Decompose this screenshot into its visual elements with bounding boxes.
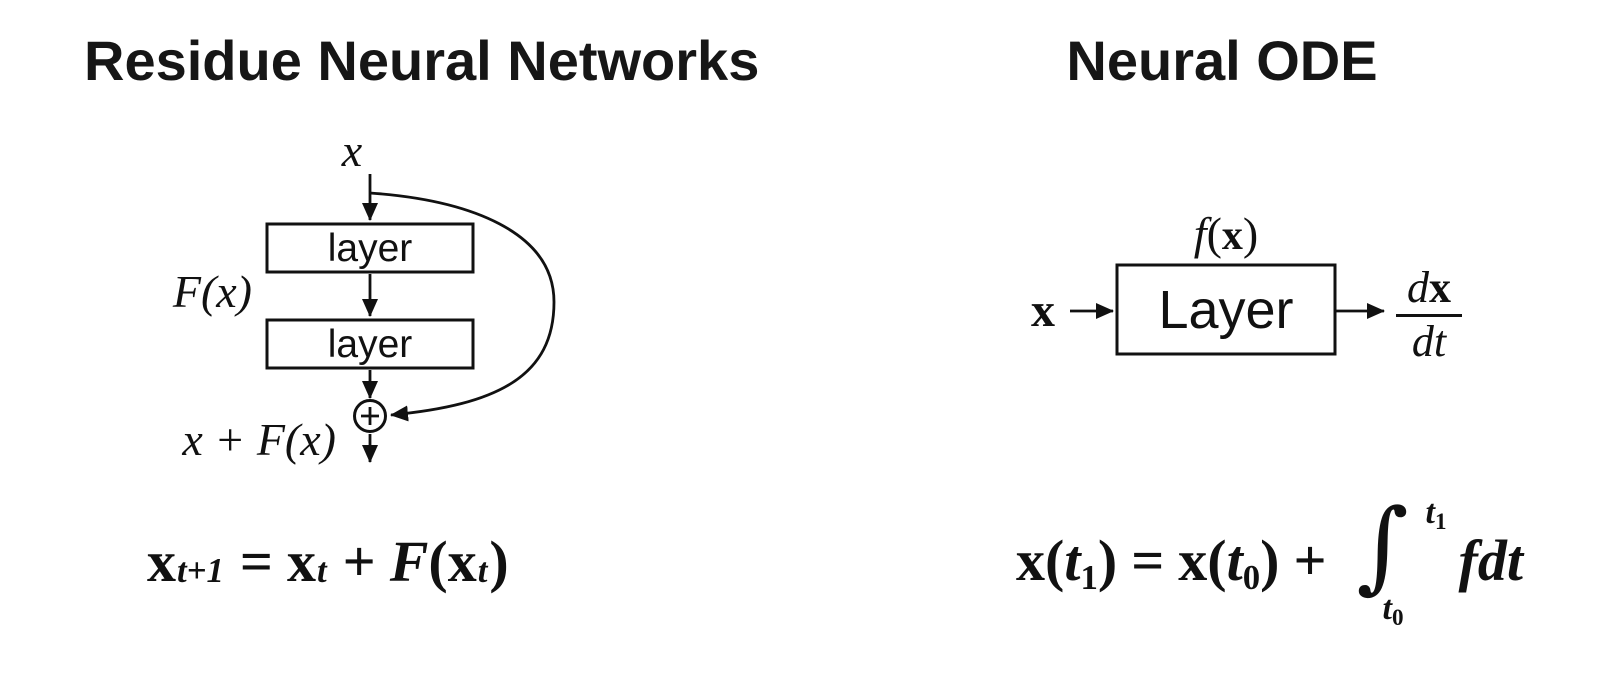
- deriv-d: d: [1407, 263, 1429, 312]
- ode-input-label: x: [1031, 284, 1055, 337]
- neural-ode-diagram: f(x) x Layer: [1031, 208, 1385, 356]
- eq-lhs-subscript: t+1: [177, 550, 224, 590]
- lower-limit-t: t: [1382, 590, 1392, 627]
- ode-rhs-x: x: [1178, 528, 1208, 593]
- layer2-label: layer: [328, 323, 413, 366]
- ode-lhs-rparen: ): [1097, 528, 1118, 593]
- ode-lhs-x: x: [1016, 528, 1045, 593]
- ode-rhs-rparen: ): [1260, 528, 1280, 593]
- derivative-fraction: dx dt: [1396, 266, 1462, 364]
- eq-rparen: ): [489, 529, 509, 594]
- lower-limit-subscript: 0: [1391, 604, 1404, 631]
- ode-layer-label: Layer: [1158, 280, 1293, 340]
- integral-sign: ∫: [1356, 487, 1409, 604]
- integral-block: ∫ t1 t0: [1351, 487, 1447, 630]
- ode-rhs-t-subscript: 0: [1242, 558, 1261, 598]
- upper-limit-t: t: [1425, 494, 1435, 531]
- ode-equals-sign: =: [1131, 528, 1165, 593]
- derivative-numerator: dx: [1396, 266, 1462, 317]
- neural-ode-title: Neural ODE: [1066, 29, 1378, 92]
- eq-rhs-subscript: t: [316, 550, 327, 590]
- integrand-dt: dt: [1477, 528, 1523, 593]
- eq-function-F: F: [389, 529, 429, 594]
- layer1-label: layer: [328, 227, 413, 270]
- integral-upper-limit: t1: [1425, 494, 1446, 534]
- ode-function-label: f(x): [1194, 208, 1258, 259]
- eq-rhs-x: x: [286, 529, 316, 594]
- resnet-diagram: x layer F(x) layer x + F(x): [172, 125, 556, 465]
- eq-arg-subscript: t: [477, 550, 488, 590]
- residual-function-label: F(x): [172, 266, 252, 317]
- ode-plus-sign: +: [1293, 528, 1327, 593]
- eq-lparen: (: [428, 529, 448, 594]
- ode-layer-box: [1115, 263, 1337, 356]
- equals-sign: =: [239, 529, 273, 594]
- layer2-box: [265, 318, 475, 370]
- deriv-x: x: [1429, 263, 1451, 312]
- derivative-denominator: dt: [1411, 317, 1447, 366]
- eq-arg-x: x: [447, 529, 477, 594]
- skip-connection-arrow: [369, 191, 556, 422]
- ode-lhs-t: t: [1064, 528, 1081, 593]
- integral-lower-limit: t0: [1382, 590, 1404, 630]
- integrand-f: f: [1458, 528, 1478, 593]
- layer1-box: [265, 222, 475, 274]
- upper-limit-subscript: 1: [1434, 508, 1447, 535]
- plus-sign: +: [342, 529, 376, 594]
- eq-lhs-x: x: [147, 529, 176, 594]
- resnet-output-label: x + F(x): [181, 414, 336, 465]
- ode-rhs-t: t: [1226, 528, 1243, 593]
- ode-lhs-t-subscript: 1: [1080, 558, 1098, 598]
- ode-rhs-lparen: (: [1207, 528, 1227, 593]
- resnet-input-label: x: [341, 125, 363, 176]
- resnet-title: Residue Neural Networks: [84, 29, 760, 92]
- ode-lhs-lparen: (: [1045, 528, 1065, 593]
